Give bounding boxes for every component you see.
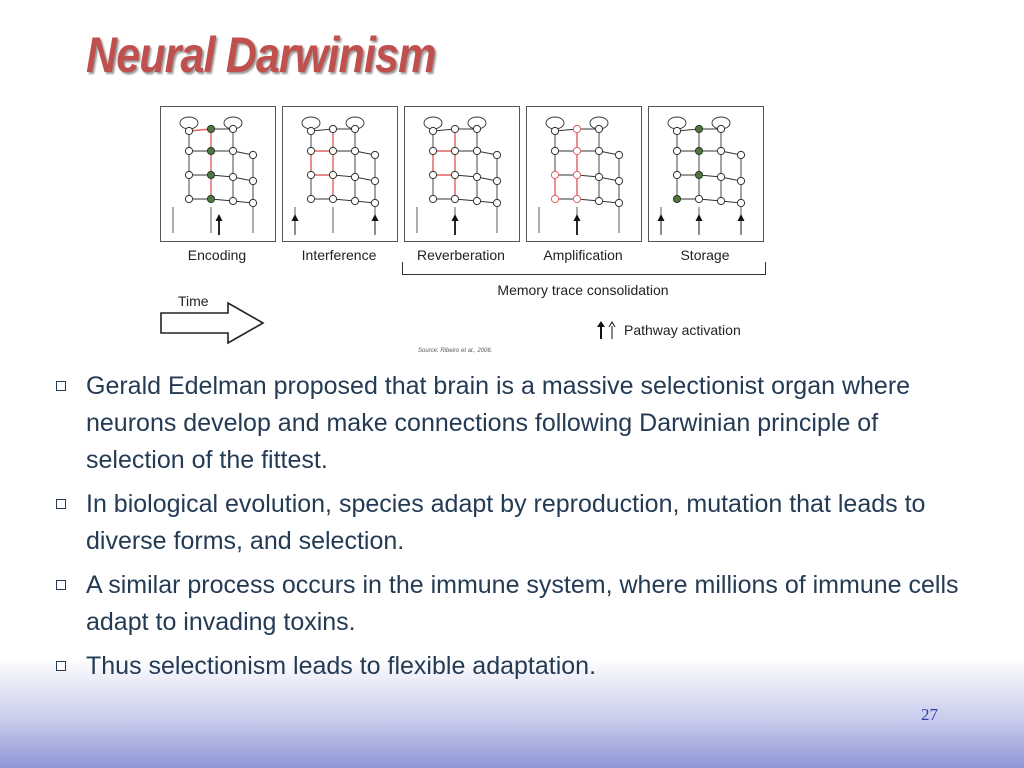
bullet-text: In biological evolution, species adapt b…: [86, 490, 926, 555]
bullet-square-icon: [56, 580, 66, 590]
stage-label-amplification: Amplification: [543, 247, 623, 263]
panel-reverberation: [404, 106, 520, 242]
page-number: 27: [921, 705, 938, 724]
pathway-legend: Pathway activation: [596, 320, 741, 340]
panel-storage: [648, 106, 764, 242]
consolidation-bracket: [402, 262, 766, 275]
time-arrow-icon: [160, 301, 265, 345]
panel-encoding: [160, 106, 276, 242]
stage-label-encoding: Encoding: [187, 247, 247, 263]
bullet-item: Thus selectionism leads to flexible adap…: [54, 648, 974, 685]
bullet-square-icon: [56, 381, 66, 391]
bullet-list: Gerald Edelman proposed that brain is a …: [54, 368, 974, 692]
panel-amplification: [526, 106, 642, 242]
stage-label-interference: Interference: [301, 247, 377, 263]
bullet-item: Gerald Edelman proposed that brain is a …: [54, 368, 974, 479]
bullet-item: A similar process occurs in the immune s…: [54, 567, 974, 641]
slide-title: Neural Darwinism: [86, 27, 436, 83]
bullet-text: Gerald Edelman proposed that brain is a …: [86, 372, 911, 474]
time-label: Time: [178, 293, 209, 309]
panel-interference: [282, 106, 398, 242]
figure-source: Source: Ribeiro et al., 2006.: [418, 348, 493, 354]
bullet-square-icon: [56, 499, 66, 509]
consolidation-label: Memory trace consolidation: [497, 282, 669, 298]
footer-gradient: [0, 658, 1024, 768]
bullet-square-icon: [56, 661, 66, 671]
bullet-text: A similar process occurs in the immune s…: [86, 571, 959, 636]
pathway-label: Pathway activation: [624, 322, 741, 338]
bullet-text: Thus selectionism leads to flexible adap…: [86, 652, 597, 680]
pathway-arrows-icon: [597, 321, 616, 339]
bullet-item: In biological evolution, species adapt b…: [54, 486, 974, 560]
stage-label-storage: Storage: [680, 247, 730, 263]
neural-figure: Encoding Interference Reverberation Ampl…: [150, 100, 780, 362]
stage-label-reverberation: Reverberation: [417, 247, 505, 263]
